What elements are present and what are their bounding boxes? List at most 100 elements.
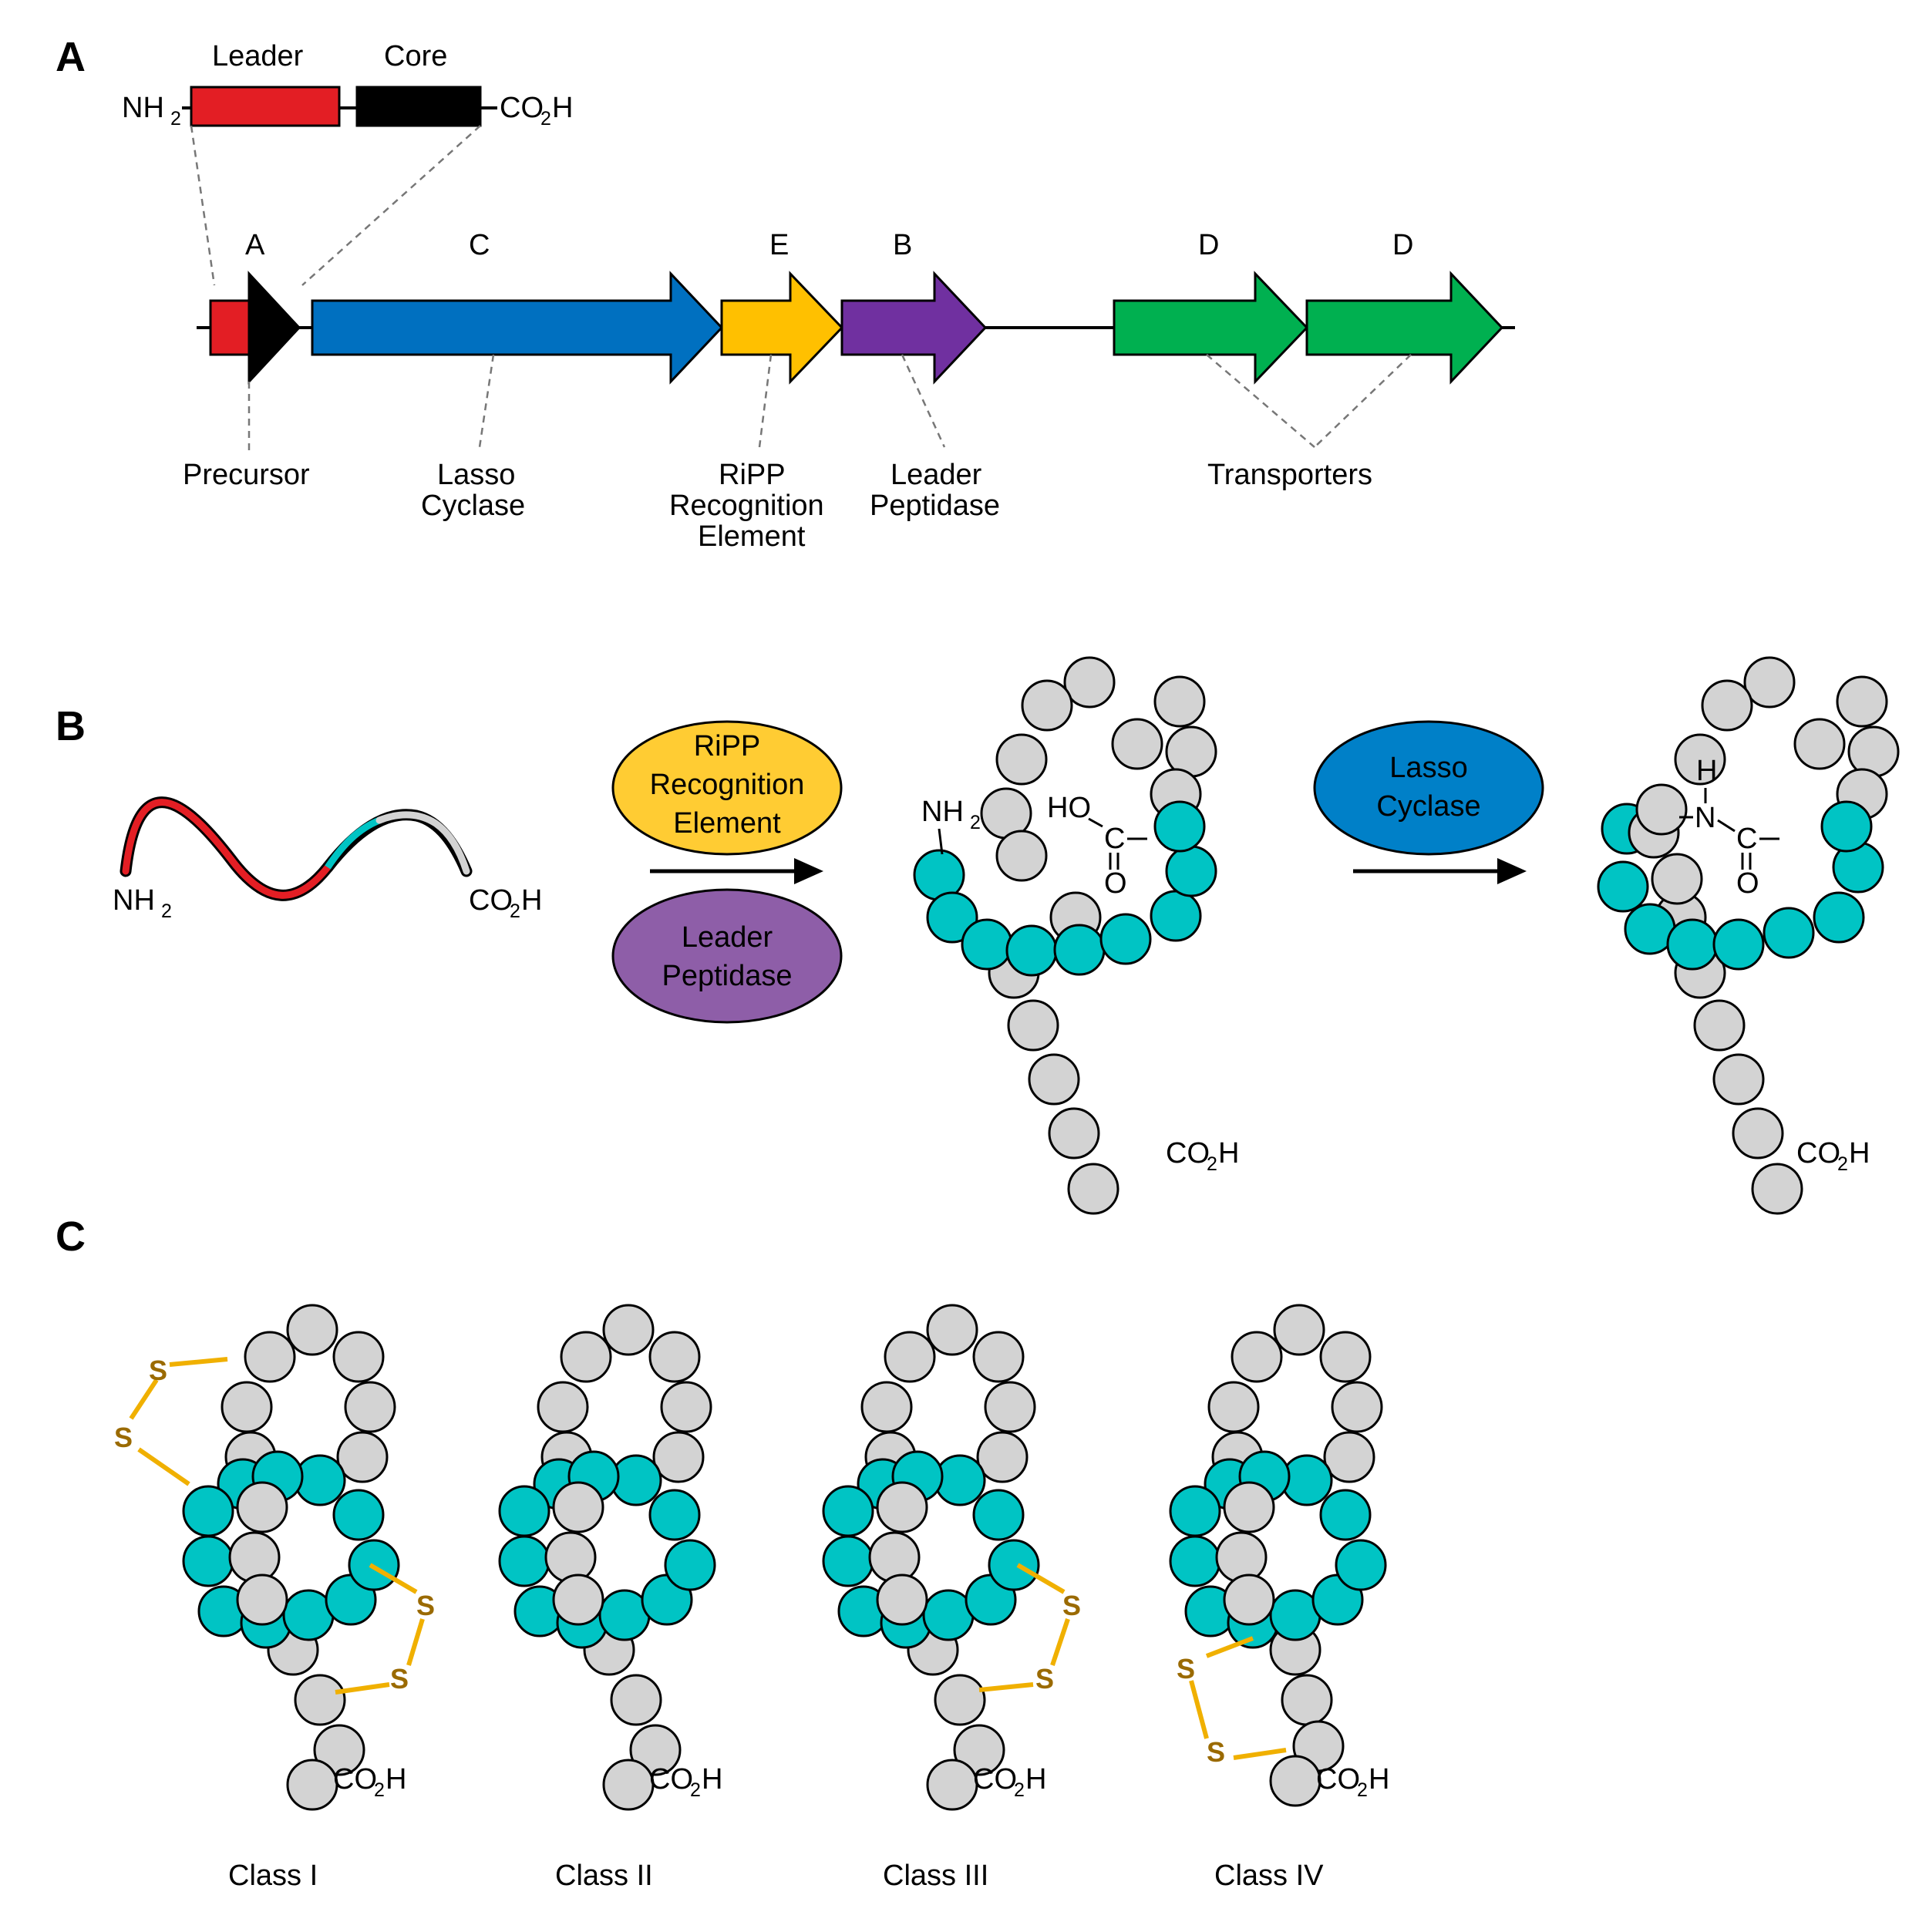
enzyme-lasso-cyclase: Lasso Cyclase [1313,720,1544,856]
class-iv-lasso: S S CO 2 H Class IV [1169,1304,1389,1892]
tail-residue-bead [926,1759,978,1811]
core-residue-bead [1597,860,1649,913]
intermediate-labels: NH 2 HO C O CO 2 H [921,792,1239,1175]
tail-residue-bead [652,1431,705,1483]
svg-text:CO: CO [1316,1763,1360,1796]
tail-residue-bead [1028,1053,1080,1106]
class-i-disulfides: S S S S [114,1355,435,1695]
class-ii-label: Class II [555,1860,653,1892]
class-i-beads [182,1304,400,1811]
enzyme-leader-peptidase: Leader Peptidase [611,888,843,1024]
lasso-peptide-product: H N C O CO 2 H [1597,656,1900,1215]
tail-residue-bead [1269,1755,1321,1807]
product-beads [1597,656,1900,1215]
svg-text:O: O [1104,867,1127,900]
svg-text:Peptidase: Peptidase [870,490,1000,522]
core-domain-box [355,86,482,127]
class-iv-beads [1169,1304,1387,1807]
tail-residue-bead [1067,1163,1119,1215]
svg-text:CO: CO [973,1763,1017,1796]
gene-e-label: E [769,229,789,261]
core-residue-bead [332,1489,385,1541]
gene-a-leader-segment [209,299,251,356]
tail-residue-bead [336,1431,389,1483]
core-residue-bead [988,1539,1040,1591]
enzyme-ripp-recognition-element: RiPP Recognition Element [611,720,843,856]
tail-residue-bead [660,1381,712,1433]
svg-text:H: H [702,1763,722,1796]
core-residue-bead [664,1539,716,1591]
tail-residue-bead [344,1381,396,1433]
tail-residue-bead [1048,1107,1100,1160]
svg-text:CO: CO [1796,1137,1840,1170]
svg-text:2: 2 [1207,1153,1217,1175]
core-domain-label: Core [384,40,447,72]
tail-residue-bead [602,1304,655,1356]
gene-a-label: A [245,229,265,261]
svg-text:CO: CO [1166,1137,1210,1170]
tail-residue-bead [860,1381,913,1433]
svg-text:CO: CO [333,1763,377,1796]
core-residue-bead [648,1489,701,1541]
svg-text:Lasso: Lasso [437,459,515,491]
product-labels: H N C O CO 2 H [1679,755,1870,1175]
core-residue-bead [961,918,1013,971]
tail-residue-bead [934,1674,986,1726]
svg-text:H: H [386,1763,406,1796]
svg-text:Peptidase: Peptidase [662,960,792,992]
tail-residue-bead [286,1304,338,1356]
svg-text:S: S [1062,1590,1081,1621]
svg-text:Lasso: Lasso [1389,752,1467,784]
tail-residue-bead [1743,656,1796,709]
tail-residue-bead [294,1674,346,1726]
tail-residue-bead [984,1381,1036,1433]
role-leader-peptidase: Leader Peptidase [870,459,1000,522]
tail-residue-bead [552,1481,604,1533]
svg-text:S: S [149,1355,167,1386]
svg-text:H: H [1218,1137,1239,1170]
leader-domain-label: Leader [212,40,304,72]
tail-residue-bead [221,1381,273,1433]
gene-cluster: A C E B D D Precursor Lasso Cyclase RiPP… [183,229,1515,553]
svg-text:H: H [1369,1763,1389,1796]
linear-core-intermediate: NH 2 HO C O CO 2 H [913,656,1239,1215]
svg-text:H: H [1849,1137,1870,1170]
reaction-arrow-1 [650,858,823,884]
svg-text:CO: CO [500,92,544,124]
tail-residue-bead [602,1759,655,1811]
core-residue-bead [1099,913,1152,965]
core-residue-bead [1169,1485,1221,1537]
svg-text:CO: CO [649,1763,693,1796]
tail-residue-bead [286,1759,338,1811]
tail-residue-bead [552,1574,604,1626]
svg-text:S: S [114,1422,133,1453]
gene-d1-arrow [1113,271,1309,385]
core-residue-bead [1813,891,1865,944]
svg-text:NH: NH [122,92,164,124]
leader-domain-box [190,86,341,127]
panel-label-a: A [56,34,86,80]
tail-residue-bead [995,733,1048,786]
gene-d1-label: D [1198,229,1219,261]
core-residue-bead [1666,918,1719,971]
tail-residue-bead [1281,1674,1333,1726]
tail-residue-bead [244,1331,296,1383]
svg-text:S: S [1035,1663,1054,1695]
svg-text:N: N [1695,802,1715,834]
core-residue-bead [972,1489,1025,1541]
svg-text:Element: Element [673,807,781,840]
core-residue-bead [1319,1489,1372,1541]
linear-c-terminus: CO 2 H [469,884,542,922]
svg-text:H: H [521,884,542,917]
class-i-lasso: S S S S CO 2 H Class I [114,1304,435,1892]
tail-residue-bead [1693,999,1746,1052]
tail-residue-bead [876,1574,928,1626]
svg-text:2: 2 [1357,1779,1368,1801]
core-residue-bead [1153,800,1206,853]
tail-residue-bead [868,1531,921,1584]
tail-residue-bead [1021,679,1073,732]
tail-residue-bead [972,1331,1025,1383]
svg-text:S: S [416,1590,435,1621]
tail-residue-bead [228,1531,281,1584]
class-ii-lasso: CO 2 H Class II [498,1304,722,1892]
